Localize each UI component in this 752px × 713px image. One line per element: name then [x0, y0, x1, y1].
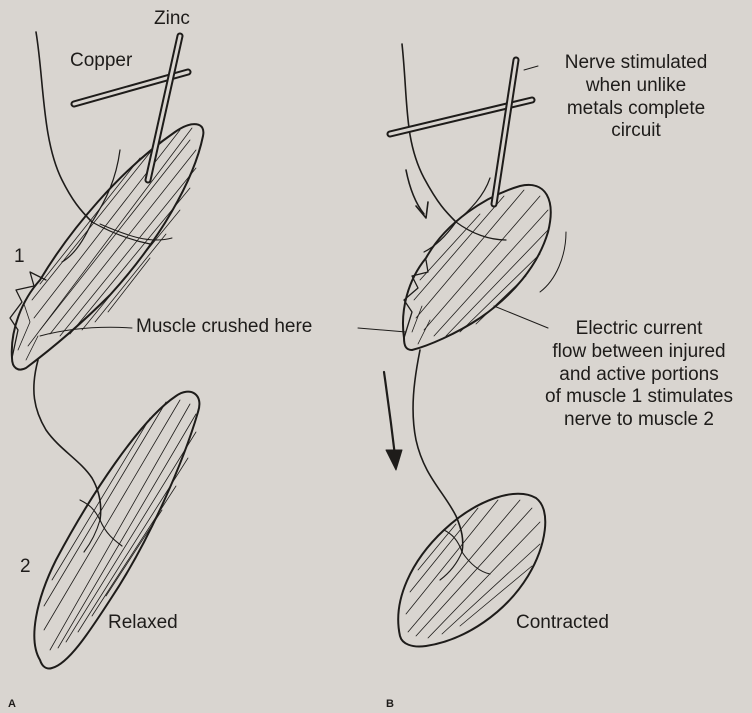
copper-label: Copper — [70, 50, 132, 73]
arrow-current-b — [384, 372, 402, 470]
nerve-b-middle — [413, 350, 463, 552]
relaxed-label: Relaxed — [108, 612, 178, 635]
arrow-nerve-b — [406, 170, 428, 218]
zinc-label: Zinc — [154, 8, 190, 31]
muscle-2-label: 2 — [20, 556, 31, 579]
nerve-note-line-2: when unlike — [536, 75, 736, 98]
contracted-label: Contracted — [516, 612, 609, 635]
leader-muscle-crushed-b — [358, 328, 406, 332]
nerve-a-middle — [34, 360, 101, 520]
current-note-line-2: flow between injured — [534, 341, 744, 364]
nerve-a-branch — [62, 150, 150, 262]
current-note-line-4: of muscle 1 stimulates — [534, 386, 744, 409]
zinc-rod-b — [494, 60, 516, 204]
nerve-stimulated-note: Nerve stimulated when unlike metals comp… — [536, 52, 736, 143]
nerve-note-line-1: Nerve stimulated — [536, 52, 736, 75]
panel-b-letter: B — [386, 698, 394, 710]
current-note-line-1: Electric current — [534, 318, 744, 341]
nerve-b-top — [402, 44, 456, 222]
current-note-line-3: and active portions — [534, 364, 744, 387]
current-note-line-5: nerve to muscle 2 — [534, 409, 744, 432]
panel-a-letter: A — [8, 698, 16, 710]
muscle-1-label: 1 — [14, 246, 25, 269]
nerve-note-line-3: metals complete — [536, 98, 736, 121]
electric-current-note: Electric current flow between injured an… — [534, 318, 744, 432]
nerve-note-line-4: circuit — [536, 120, 736, 143]
muscle-crushed-label: Muscle crushed here — [136, 316, 312, 339]
